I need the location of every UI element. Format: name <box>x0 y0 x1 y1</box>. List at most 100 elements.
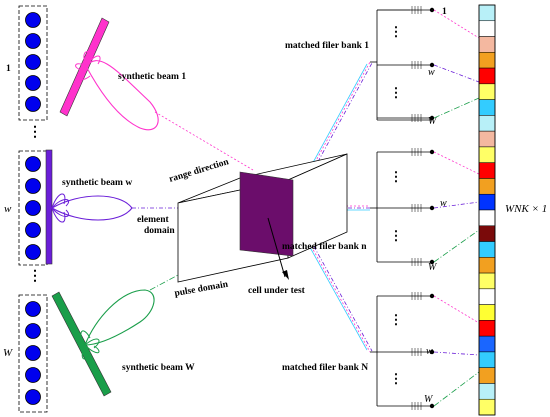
vector-cell <box>478 288 496 305</box>
vector-cell <box>478 351 496 368</box>
antenna-element-icon <box>25 323 41 339</box>
tap-node-icon <box>429 349 435 355</box>
vector-cell <box>478 193 496 211</box>
vector-cell <box>478 162 496 179</box>
array-vertical-dots: ⋮ <box>28 269 42 284</box>
antenna-element-icon <box>25 345 41 361</box>
bank-label: matched filer bank 1 <box>285 41 369 51</box>
beam-label: synthetic beam w <box>62 178 132 188</box>
data-cube: range direction element domain pulse dom… <box>137 153 348 299</box>
antenna-element-icon <box>25 96 41 112</box>
vector-cell <box>478 4 496 22</box>
bank-label: matched filer bank n <box>282 242 367 252</box>
bank-vertical-dots: ⋮ <box>390 85 403 100</box>
vector-cell <box>478 130 496 148</box>
cell-under-test-slice <box>239 171 294 257</box>
vector-cell <box>478 272 496 290</box>
tap-node-icon <box>429 403 435 409</box>
vector-outline <box>478 4 496 416</box>
bank-vertical-dots: ⋮ <box>390 371 403 386</box>
bank-vertical-dots: ⋮ <box>390 228 403 243</box>
antenna-element-icon <box>25 244 41 260</box>
range-direction-label: range direction <box>168 157 231 185</box>
tap-node-icon <box>429 7 435 13</box>
synthetic-beam-1: synthetic beam 1 <box>59 17 186 131</box>
element-group-W <box>18 294 48 413</box>
tap-label: w <box>428 67 435 78</box>
array-vertical-dots: ⋮ <box>28 125 42 140</box>
beam-aperture-bar <box>45 149 53 265</box>
antenna-element-icon <box>25 12 41 28</box>
matched-filter-bank-1: ⋮ ⋮ 1 w W matched filer bank 1 <box>285 6 447 127</box>
beam-label: synthetic beam 1 <box>118 72 186 82</box>
antenna-element-icon <box>25 367 41 383</box>
synthetic-beam-W: synthetic beam W <box>51 289 195 397</box>
vector-cell <box>478 36 496 53</box>
vector-cell <box>478 115 496 132</box>
arrow-head-icon <box>282 270 289 280</box>
pulse-domain-label: pulse domain <box>174 280 230 299</box>
tap-node-icon <box>429 259 435 265</box>
vector-cell <box>478 320 496 337</box>
antenna-element-icon <box>25 33 41 49</box>
tap-node-icon <box>429 62 435 68</box>
antenna-array: ⋮ ⋮ 1 w W <box>3 5 48 413</box>
vector-links <box>433 9 480 407</box>
tap-label: W <box>428 262 438 273</box>
vector-cell <box>478 146 496 163</box>
bank-vertical-dots: ⋮ <box>390 312 403 327</box>
group-label-w: w <box>4 203 12 215</box>
antenna-element-icon <box>25 222 41 238</box>
vector-cell <box>478 52 496 69</box>
vector-cell <box>478 383 496 400</box>
matched-filter-bank-n: ⋮ ⋮ w W matched filer bank n <box>282 148 447 273</box>
tap-label: W <box>428 116 438 127</box>
antenna-element-icon <box>25 75 41 91</box>
beam-label: synthetic beam W <box>122 363 195 373</box>
antenna-element-icon <box>25 54 41 70</box>
vector-size-label: WNK × 1 <box>505 203 547 215</box>
group-label-1: 1 <box>6 64 11 74</box>
group-label-W: W <box>3 347 13 359</box>
tap-node-icon <box>429 205 435 211</box>
vector-cell <box>478 209 496 227</box>
stacked-data-vector <box>478 4 496 416</box>
antenna-element-icon <box>25 200 41 216</box>
vector-cell <box>478 178 496 195</box>
antenna-element-icon <box>25 301 41 317</box>
vector-cell <box>478 20 496 37</box>
element-group-w <box>18 150 48 266</box>
matched-filter-bank-N: ⋮ ⋮ w W matched filer bank N <box>282 292 435 410</box>
tap-label: w <box>426 346 433 357</box>
synthetic-beam-w: synthetic beam w <box>45 149 133 265</box>
main-lobe-icon <box>85 60 159 131</box>
vector-cell <box>478 367 496 384</box>
tap-node-icon <box>429 293 435 299</box>
bank-vertical-dots: ⋮ <box>390 169 403 184</box>
tap-node-icon <box>429 115 435 121</box>
tap-label: 1 <box>442 7 447 17</box>
main-lobe-icon <box>84 289 155 346</box>
vector-cell <box>478 335 496 353</box>
vector-cell <box>478 83 496 100</box>
antenna-element-icon <box>25 389 41 405</box>
beam-aperture-bar <box>59 17 110 117</box>
vector-cell <box>478 99 496 116</box>
bank-label: matched filer bank N <box>282 363 368 373</box>
tap-node-icon <box>429 149 435 155</box>
antenna-element-icon <box>25 156 41 172</box>
vector-cell <box>478 67 496 85</box>
vector-cell <box>478 398 496 416</box>
element-domain-label-line-2: domain <box>144 226 175 236</box>
tap-label: w <box>440 198 447 209</box>
vector-cell <box>478 241 496 258</box>
antenna-element-icon <box>25 178 41 194</box>
beam-aperture-bar <box>51 291 112 397</box>
cell-under-test-label: cell under test <box>248 286 306 296</box>
vector-cell <box>478 225 496 242</box>
vector-cell <box>478 304 496 321</box>
element-group-1 <box>18 5 48 121</box>
element-domain-label-line-1: element <box>137 215 169 225</box>
bank-vertical-dots: ⋮ <box>390 24 403 39</box>
